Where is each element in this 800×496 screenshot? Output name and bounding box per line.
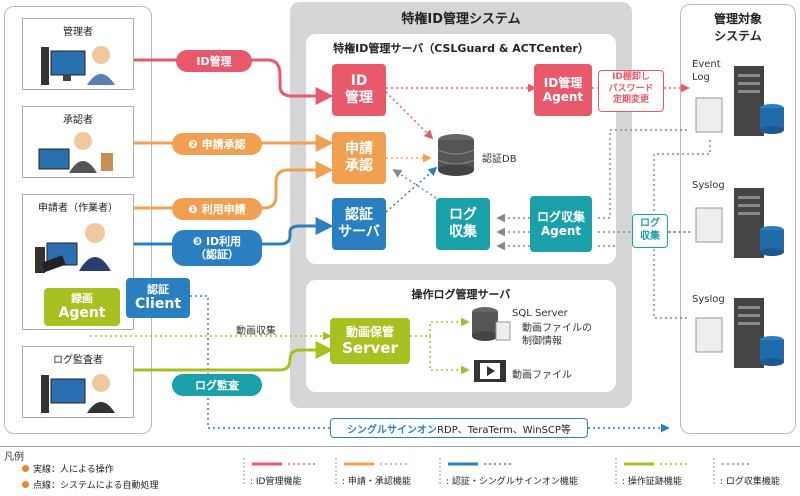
- requester-illustration-icon: [35, 223, 111, 273]
- legend-line-samples: [243, 458, 752, 484]
- auth-db-label: 認証DB: [482, 154, 517, 165]
- bullet-icon: [22, 465, 29, 472]
- auditor-illustration-icon: [41, 374, 115, 413]
- legend-item-approve: : 申請・承認機能: [342, 477, 411, 487]
- video-server-node: 動画保管 Server: [330, 318, 410, 364]
- managed-system-2-label: Syslog: [692, 180, 725, 191]
- admin-card: 管理者: [22, 18, 134, 90]
- legend-title: 凡例: [4, 452, 24, 463]
- server-doc-icon: [695, 66, 784, 136]
- auth-server-node: 認証 サーバ: [332, 198, 386, 250]
- video-file-icon: [474, 360, 506, 382]
- auth-db-icon: [437, 134, 475, 176]
- video-file-label: 動画ファイル: [512, 370, 572, 381]
- auditor-card: ログ監査者: [22, 346, 134, 418]
- sso-bar: シングルサインオン RDP、TeraTerm、WinSCP等: [330, 418, 588, 438]
- legend-dotted-label: 点線：システムによる自動処理: [33, 481, 159, 491]
- sso-label: シングルサインオン: [347, 424, 438, 436]
- id-inventory-tag: ID棚卸し パスワード 定期変更: [598, 70, 664, 112]
- privileged-system-title: 特権ID管理システム: [401, 12, 521, 27]
- id-management-flow: ID管理: [176, 50, 252, 72]
- apply-approve-node: 申請 承認: [332, 132, 386, 184]
- video-ctrl-label: 動画ファイルの 制御情報: [522, 323, 592, 347]
- legend-solid-label: 実線：人による操作: [33, 465, 114, 475]
- legend-dotted: 点線：システムによる自動処理: [22, 478, 158, 491]
- server-doc-icon: [695, 188, 784, 258]
- admin-label: 管理者: [63, 27, 93, 38]
- managed-system-1: Event Log: [688, 58, 792, 140]
- managed-system-1-label: Event Log: [692, 59, 721, 83]
- legend-divider: [0, 446, 800, 447]
- sql-db-icon: [472, 307, 511, 341]
- legend-item-log: : ログ収集機能: [720, 477, 780, 487]
- legend-item-auth: : 認証・シングルサインオン機能: [446, 477, 578, 487]
- managed-system-3: Syslog: [688, 290, 792, 372]
- managed-system-3-label: Syslog: [692, 294, 725, 305]
- admin-illustration-icon: [41, 46, 115, 85]
- log-collect-tag: ログ 収集: [632, 214, 668, 248]
- id-agent-node: ID管理 Agent: [534, 64, 592, 116]
- approver-label: 承認者: [63, 115, 93, 126]
- log-collect-node: ログ 収集: [436, 198, 490, 250]
- log-agent-node: ログ収集 Agent: [530, 196, 592, 252]
- approver-card: 承認者: [22, 106, 134, 178]
- privileged-server-title: 特権ID管理サーバ（CSLGuard & ACTCenter）: [333, 42, 589, 55]
- apply-approve-flow: ❷ 申請承認: [172, 133, 262, 155]
- legend-solid: 実線：人による操作: [22, 462, 114, 475]
- auth-client-label: 認証: [147, 283, 169, 296]
- log-audit-flow: ログ監査: [172, 374, 262, 396]
- log-server-title: 操作ログ管理サーバ: [411, 288, 511, 301]
- rec-agent-node: 録画 Agent: [44, 288, 120, 326]
- video-collect-label: 動画収集: [236, 326, 276, 337]
- approver-illustration-icon: [38, 132, 113, 173]
- auditor-label: ログ監査者: [53, 355, 103, 366]
- sql-server-label: SQL Server: [512, 308, 568, 319]
- id-management-node: ID 管理: [332, 64, 386, 116]
- server-doc-icon: [695, 298, 784, 368]
- legend-item-id: : ID管理機能: [250, 477, 302, 487]
- managed-title: 管理対象 システム: [713, 12, 762, 43]
- id-use-flow: ❸ ID利用 （認証）: [172, 230, 262, 266]
- managed-system-2: Syslog: [688, 180, 792, 262]
- auth-client-node: 認証 Client: [126, 278, 190, 318]
- video-server-name: Server: [342, 339, 398, 358]
- use-request-flow: ❶ 利用申請: [172, 198, 262, 220]
- video-server-label: 動画保管: [345, 324, 394, 339]
- rec-agent-label: 録画: [71, 292, 93, 305]
- requester-label: 申請者（作業者）: [38, 203, 118, 214]
- legend-item-trail: : 操作証跡機能: [622, 477, 682, 487]
- auth-client-name: Client: [134, 296, 182, 313]
- sso-detail: RDP、TeraTerm、WinSCP等: [437, 424, 571, 436]
- rec-agent-name: Agent: [58, 305, 106, 322]
- bullet-icon: [22, 481, 29, 488]
